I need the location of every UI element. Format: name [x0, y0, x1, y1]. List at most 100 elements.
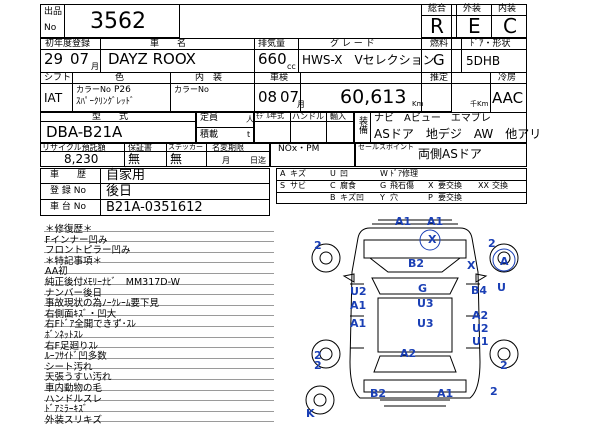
note-item: AA初: [45, 266, 68, 277]
inspection-label: 車検: [270, 73, 289, 83]
note-item: ﾙｰﾌｻｲﾄﾞ凹多数: [45, 351, 107, 362]
mark-a1-front-left: A1: [395, 215, 412, 228]
interior-color-label: 内 装: [195, 73, 223, 83]
legend-cell: X: [428, 181, 434, 190]
legend-cell: 要交換: [438, 181, 462, 190]
note-item: ＊修復歴＊: [45, 224, 93, 235]
mark-a-right-wheel: A: [500, 255, 509, 268]
registration-month: 07: [70, 50, 90, 68]
note-item: 右Fﾄﾞｱ全開できず･ｽﾚ: [45, 319, 136, 330]
doors-label: ﾄﾞｱ・形状: [470, 39, 511, 49]
legend-cell: W: [380, 169, 388, 178]
warranty-value: 無: [128, 152, 141, 166]
lot-box: [40, 4, 180, 38]
registration-month-unit: 月: [91, 62, 99, 71]
note-item: 車内動物の毛: [45, 383, 103, 394]
mark-k-spare: K: [306, 407, 315, 420]
note-rule: [44, 390, 274, 391]
color-label: 色: [115, 73, 125, 83]
load-label: 積載: [200, 130, 219, 140]
note-rule: [44, 252, 274, 253]
shift-value: IAT: [44, 91, 63, 105]
import-label: 輸入: [330, 112, 346, 121]
mark-2-rear-left-wheel: 2: [314, 359, 322, 372]
history-label: 車 歴: [50, 170, 87, 180]
sticker-value: 無: [170, 152, 183, 166]
color-no-label: カラーNo: [76, 85, 111, 94]
equipment-line2: ASドア 地デジ AW 他アリ: [374, 127, 542, 141]
mark-2-rear-right-wheel: 2: [500, 359, 508, 372]
legend-cell: 穴: [390, 193, 398, 202]
name-change-label: 名変期限: [212, 143, 244, 152]
sales-point-value: 両側ASドア: [418, 147, 482, 161]
doors-value: 5DHB: [466, 54, 501, 68]
mark-b2-rear-bumper: B2: [370, 387, 387, 400]
car-damage-diagram: [305, 219, 519, 415]
rating-box: [421, 4, 527, 38]
warranty-label: 保証書: [128, 143, 152, 152]
note-item: フロントピラー凹み: [45, 245, 131, 256]
header-grid: [40, 4, 452, 112]
legend-cell: 凹: [340, 169, 348, 178]
mark-u-right-front: U: [497, 281, 506, 294]
lot-number: 3562: [90, 9, 146, 34]
sales-point-label: セールスポイント: [358, 143, 414, 151]
legend-cell: キズ: [290, 169, 306, 178]
note-rule: [44, 231, 274, 232]
legend-cell: XX: [478, 181, 489, 190]
note-item: 外装スリキズ: [45, 415, 103, 426]
note-item: 右F足廻りｽﾚ: [45, 341, 98, 352]
note-rule: [44, 379, 274, 380]
legend-cell: 飛石傷: [390, 181, 414, 190]
note-rule: [44, 315, 274, 316]
mark-2-front-left-wheel: 2: [314, 239, 322, 252]
mark-a1-left-mid: A1: [350, 317, 367, 330]
note-item: ナンバー後日: [45, 288, 103, 299]
legend-cell: S: [280, 181, 286, 190]
note-rule: [44, 421, 274, 422]
interior-grade: C: [503, 14, 517, 38]
nox-label: NOx・PM: [278, 144, 320, 154]
mileage-unit-thousand: 千Km: [470, 100, 489, 108]
note-rule: [44, 305, 274, 306]
model-year-label: ﾓﾃﾞﾙ年式: [256, 112, 284, 120]
estimate-label: 推定: [430, 73, 449, 83]
note-item: シート汚れ: [45, 362, 93, 373]
note-rule: [44, 273, 274, 274]
mark-2-rear-right: 2: [490, 385, 498, 398]
shift-label: シフト: [44, 73, 72, 83]
legend-cell: 腐食: [340, 181, 356, 190]
history-value: 自家用: [106, 168, 146, 183]
ac-label: 冷房: [498, 73, 517, 83]
grade-label: グ レ ー ド: [330, 39, 375, 49]
registration-year: 29: [44, 50, 64, 68]
note-rule: [44, 347, 274, 348]
equipment-line1: ナビ Aビュー エマブレ: [374, 113, 491, 124]
displacement-unit: cc: [287, 62, 296, 71]
name-change-month: 月: [222, 156, 230, 165]
equipment-label: 装備: [357, 116, 367, 134]
lot-label-bottom: No: [44, 23, 57, 33]
legend-cell: U: [330, 169, 336, 178]
mark-a1-front-right: A1: [427, 215, 444, 228]
capacity-unit: 人: [246, 115, 254, 124]
inspection-month: 07: [280, 88, 300, 106]
sticker-label: ステッカー: [168, 143, 203, 151]
note-rule: [44, 284, 274, 285]
model-code-label: 型 式: [92, 112, 129, 122]
mark-2-left-lower: 2: [314, 349, 322, 362]
inspection-month-unit: 月: [297, 100, 305, 109]
mark-a2-right-mid: A2: [472, 309, 489, 322]
interior-label: 内装: [498, 4, 517, 14]
handle-label: ハンドル: [292, 112, 324, 121]
legend-cell: B: [330, 193, 336, 202]
displacement-value: 660: [258, 50, 287, 68]
legend-cell: C: [330, 181, 336, 190]
legend-cell: キズ凹: [340, 193, 364, 202]
grade-value: HWS-X Vセレクション: [302, 53, 435, 67]
mark-u2-left-front: U2: [350, 285, 367, 298]
legend-cell: ﾄﾞｱ修理: [390, 169, 418, 178]
mark-x-hood: X: [467, 259, 476, 272]
mark-u3-roof-upper: U3: [417, 297, 434, 310]
recycle-label: リサイクル預託額: [42, 143, 106, 152]
